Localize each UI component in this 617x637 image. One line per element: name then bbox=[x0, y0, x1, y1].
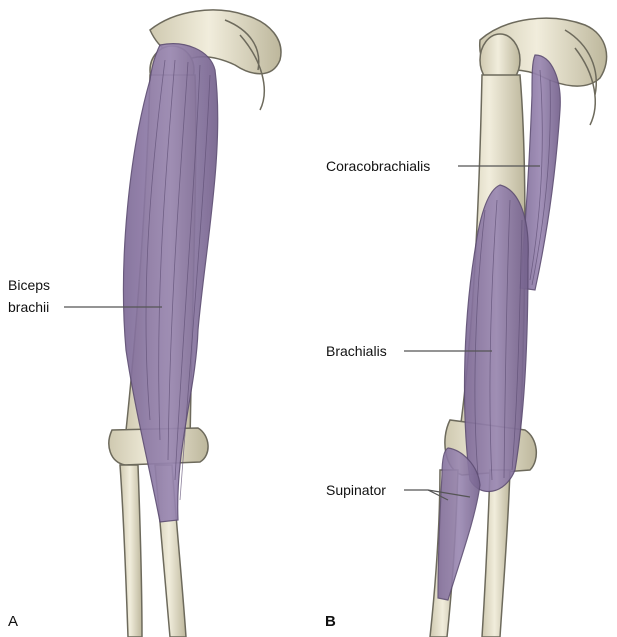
label-brachialis: Brachialis bbox=[326, 342, 387, 360]
panel-letter-b: B bbox=[325, 613, 336, 630]
label-biceps-line1: Biceps bbox=[8, 276, 50, 294]
panel-b-illustration bbox=[404, 18, 607, 637]
panel-b-ulna bbox=[482, 470, 510, 637]
panel-b-supinator bbox=[438, 448, 480, 600]
label-supinator: Supinator bbox=[326, 481, 386, 499]
panel-a-illustration bbox=[64, 10, 281, 637]
panel-letter-a: A bbox=[8, 613, 18, 630]
panel-a-radius bbox=[120, 465, 142, 637]
label-coracobrachialis: Coracobrachialis bbox=[326, 157, 430, 175]
label-biceps-line2: brachii bbox=[8, 298, 49, 316]
